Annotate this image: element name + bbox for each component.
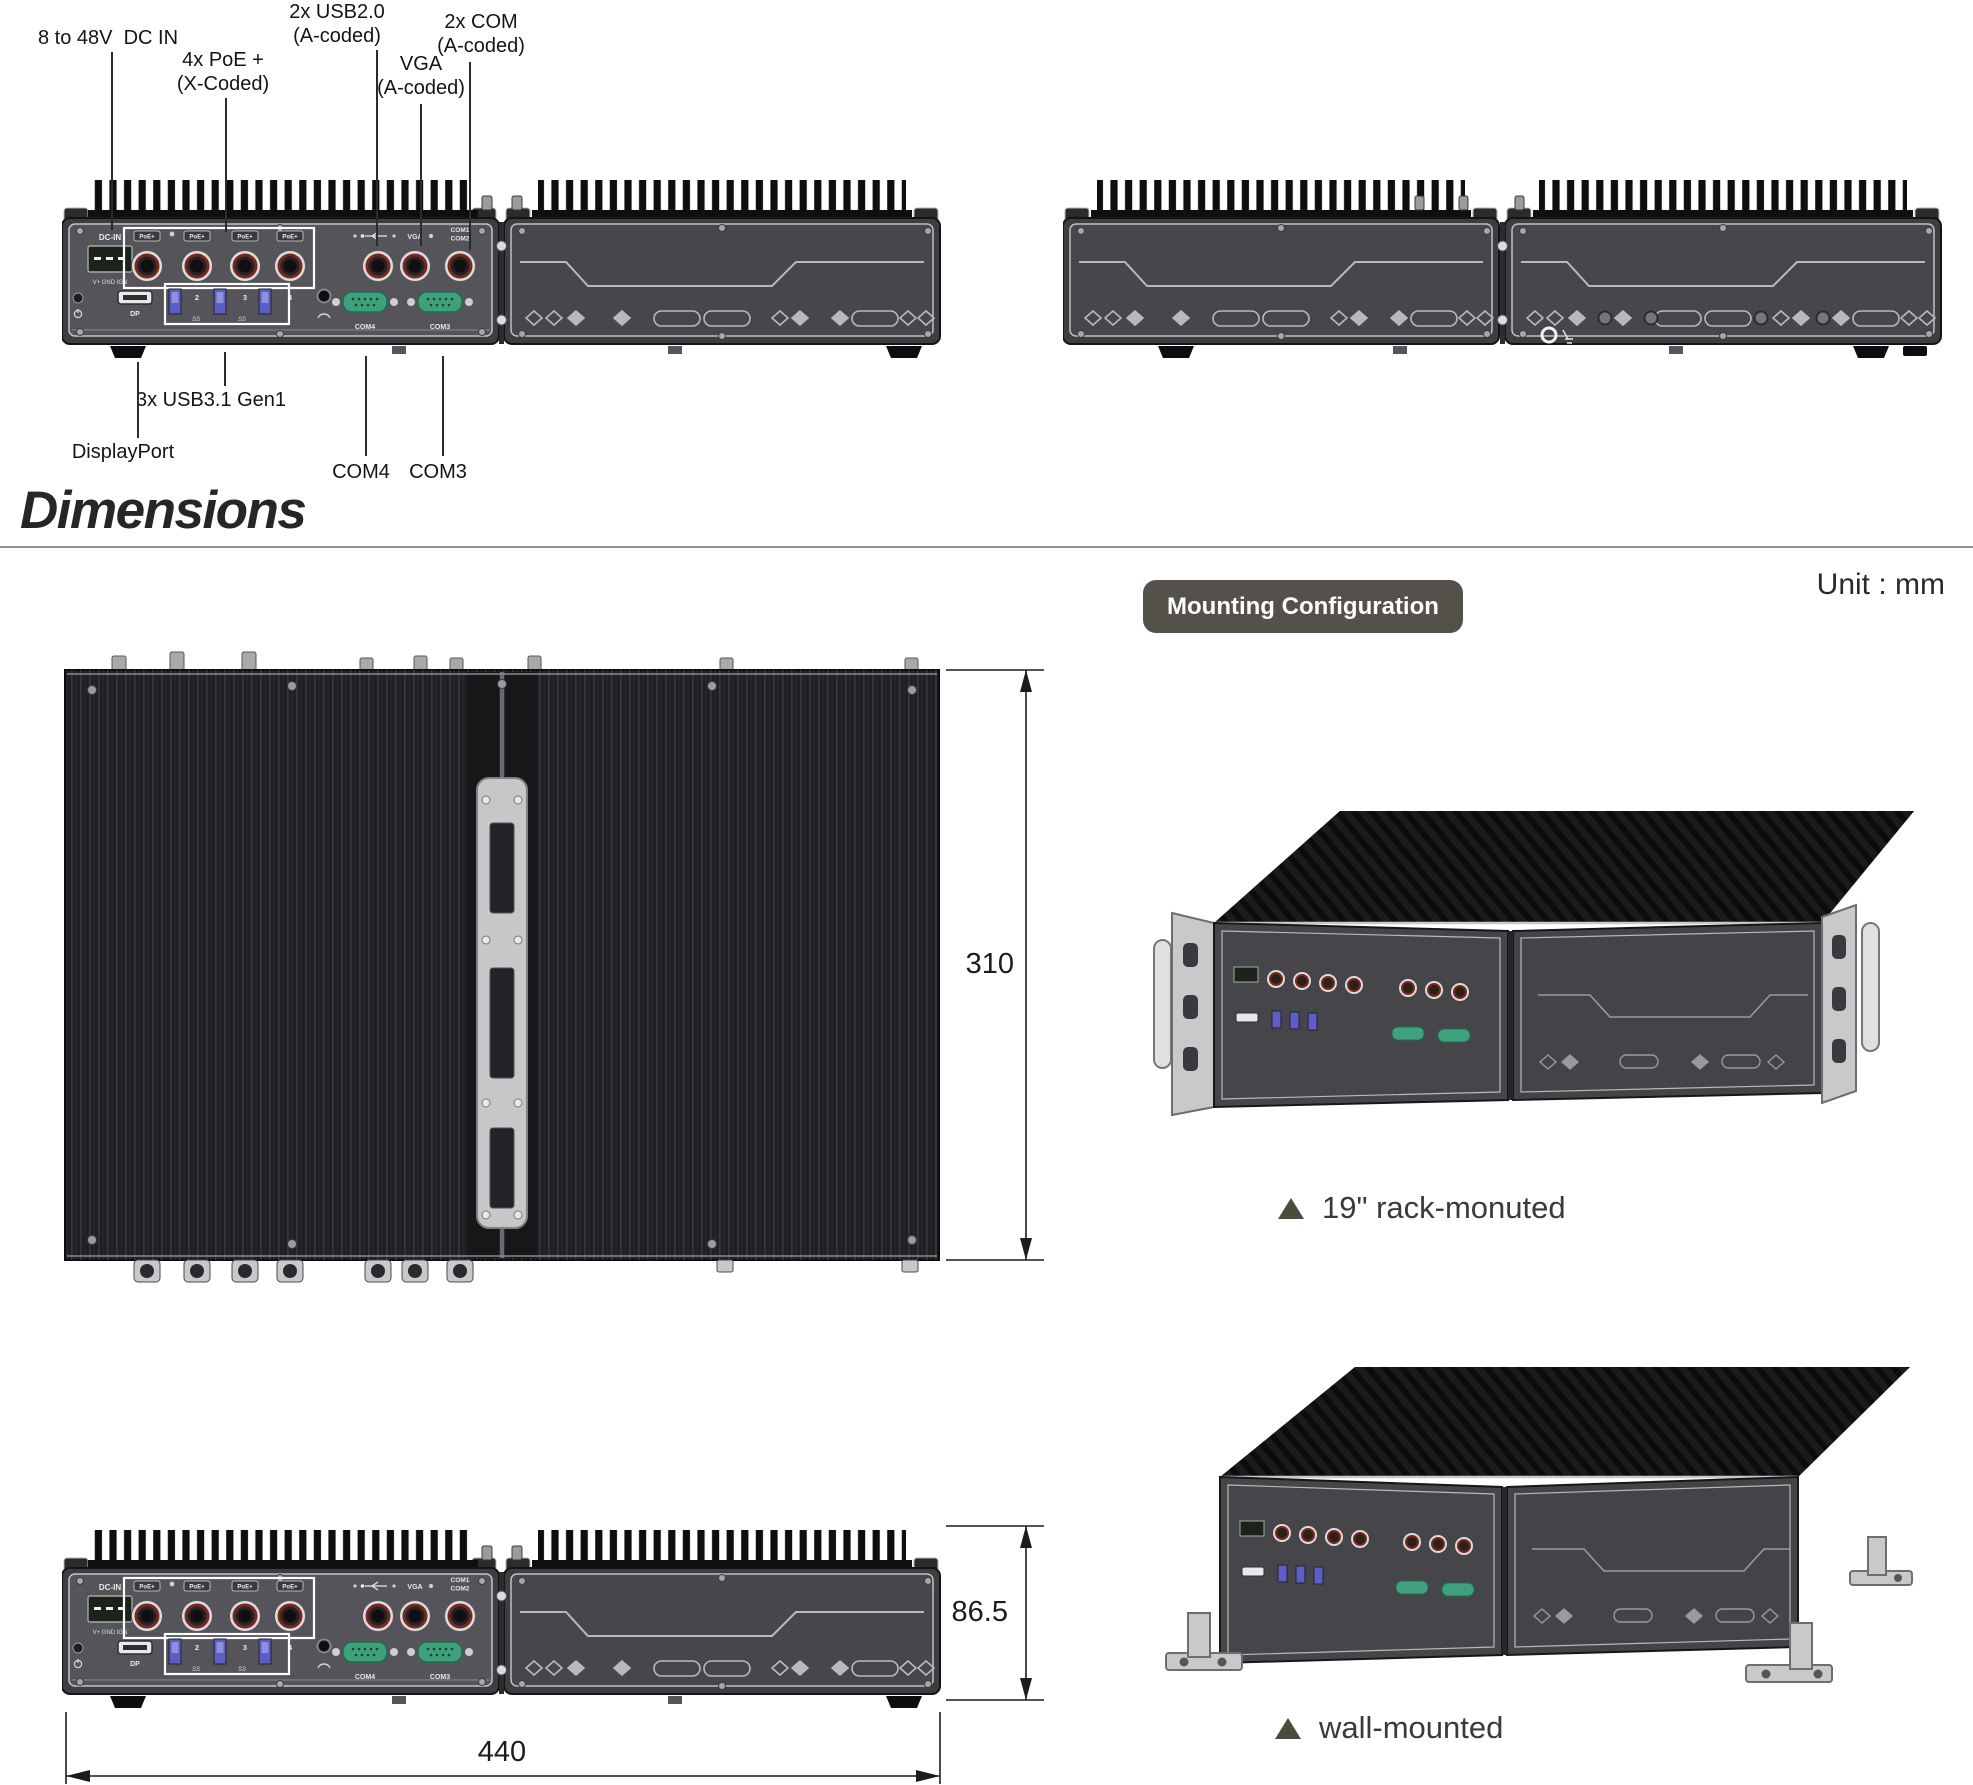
triangle-bullet-icon: [1278, 1197, 1304, 1219]
wall-mounted-caption: wall-mounted: [1275, 1710, 1503, 1746]
unit-label: Unit : mm: [1816, 568, 1945, 601]
rear-panel-diagram: [1063, 172, 1943, 367]
wall-mounted-illustration: [1165, 1367, 1913, 1683]
triangle-bullet-icon: [1275, 1717, 1301, 1739]
rack-mounted-label: 19" rack-monuted: [1322, 1190, 1566, 1225]
mounting-configuration-badge: Mounting Configuration: [1143, 580, 1463, 633]
callout-com4: COM4: [332, 461, 390, 483]
callout-usb2: 2x USB2.0(A-coded): [289, 1, 385, 47]
rack-mounted-caption: 19" rack-monuted: [1278, 1190, 1566, 1226]
dimension-depth: 310: [965, 948, 1014, 980]
dimension-height: 86.5: [951, 1596, 1008, 1628]
callout-usb3: 3x USB3.1 Gen1: [135, 389, 287, 411]
callout-vga: VGA(A-coded): [377, 53, 465, 99]
front-panel-diagram: [62, 172, 942, 367]
callout-com3: COM3: [409, 461, 467, 483]
wall-mounted-label: wall-mounted: [1319, 1710, 1504, 1745]
section-divider: [0, 546, 1973, 548]
wall-bracket-right: [1745, 1622, 1833, 1683]
front-view-drawing: [62, 1522, 942, 1717]
callout-com: 2x COM(A-coded): [437, 11, 525, 57]
rack-mounted-illustration: [1153, 811, 1914, 1117]
callout-dc-in: 8 to 48V DC IN: [37, 27, 179, 49]
top-view-drawing: [64, 651, 940, 1283]
wall-bracket-left: [1165, 1612, 1243, 1671]
page-title: Dimensions: [20, 481, 307, 540]
callout-poe: 4x PoE +(X-Coded): [176, 49, 270, 95]
callout-displayport: DisplayPort: [71, 441, 175, 463]
dimension-width: 440: [477, 1736, 527, 1768]
mounting-plate: [476, 777, 528, 1229]
